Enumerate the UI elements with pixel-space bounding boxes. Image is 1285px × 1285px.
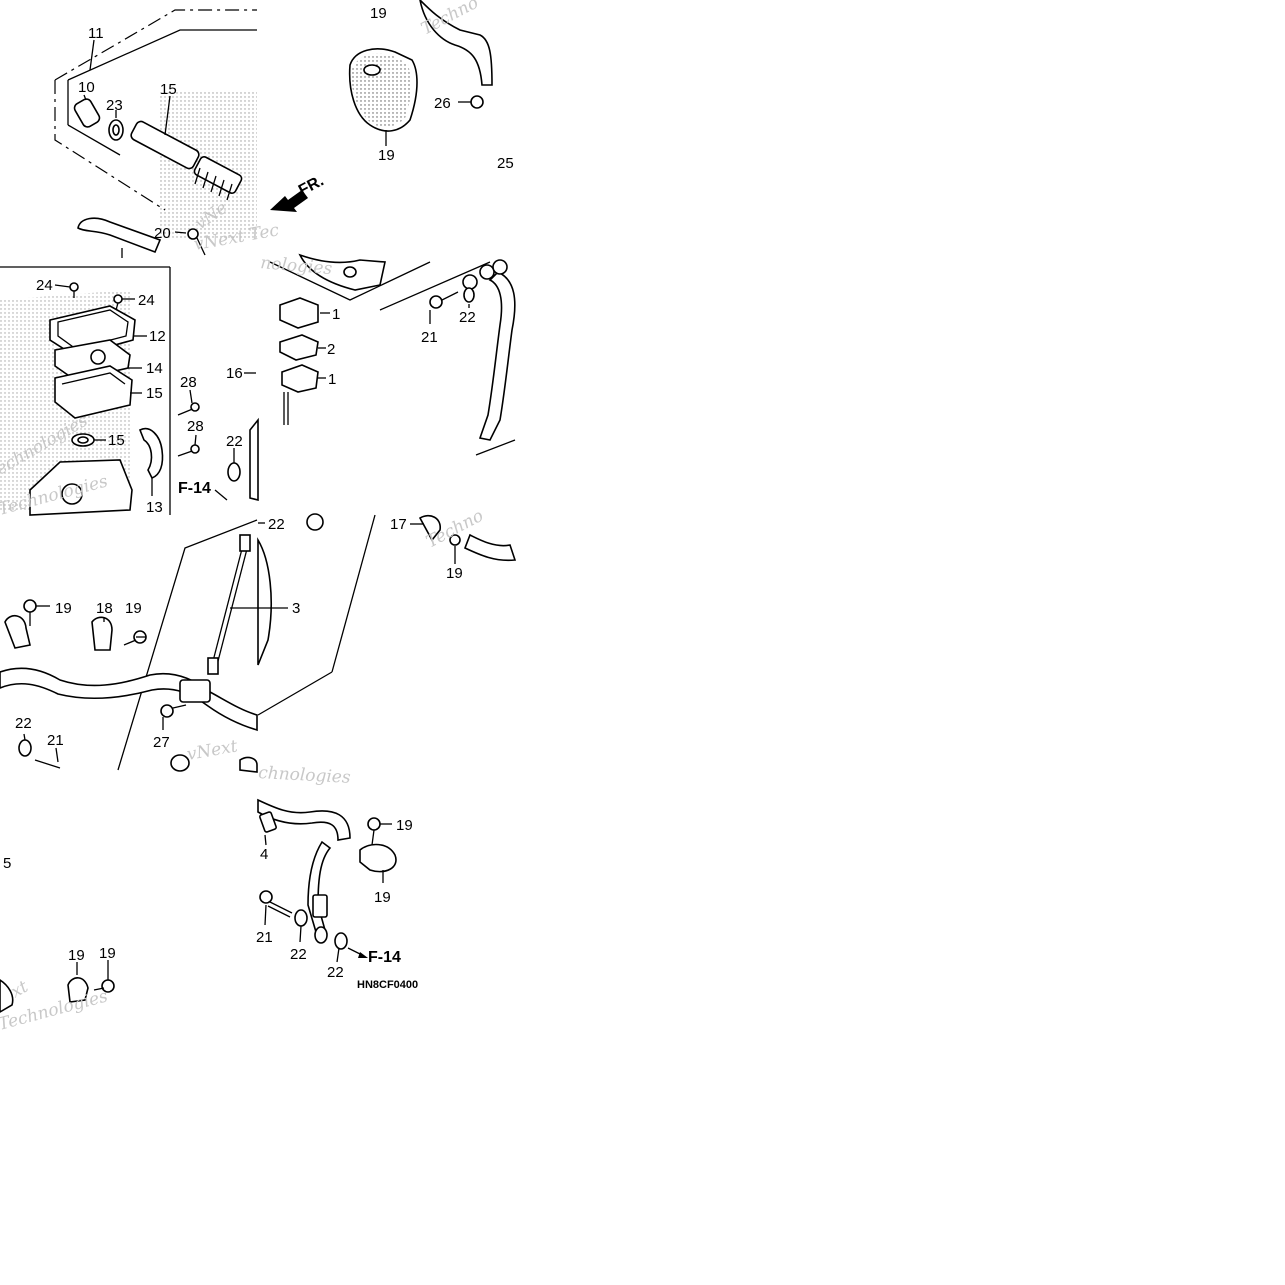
callout-12: 15	[160, 81, 177, 98]
callout-7: 11	[88, 25, 104, 42]
reference-f14-a: F-14	[178, 480, 211, 497]
callout-13: 15	[108, 432, 125, 449]
callout-11: 15	[146, 385, 163, 402]
callout-27: 27	[153, 734, 170, 751]
callout-3: 3	[292, 600, 300, 617]
callout-28a: 28	[180, 374, 197, 391]
callout-22b: 22	[459, 309, 476, 326]
front-direction-arrow	[270, 190, 308, 212]
callout-19c: 19	[125, 600, 142, 617]
diagram-code: HN8CF0400	[357, 979, 418, 991]
callout-19e: 19	[396, 817, 413, 834]
callout-25: 25	[497, 155, 514, 172]
callout-15c: 19	[68, 947, 85, 964]
tile-bottom-left	[0, 960, 115, 1013]
callout-21a: 21	[421, 329, 438, 346]
callout-8: 12	[149, 328, 166, 345]
cap-part	[73, 98, 101, 128]
callout-20: 20	[154, 225, 171, 242]
callout-16: 19	[374, 889, 391, 906]
tile-reservoir	[348, 0, 493, 146]
callout-19a: 19	[446, 565, 463, 582]
callout-24a: 24	[36, 277, 53, 294]
callout-19b: 19	[55, 600, 72, 617]
callout-1b: 1	[328, 371, 336, 388]
callout-22a: 22	[226, 433, 243, 450]
callout-10: 14	[146, 360, 163, 377]
tile-upper-hose	[379, 259, 516, 456]
callout-17: 19	[370, 5, 387, 22]
callout-4: 4	[260, 846, 268, 863]
callout-23: 23	[106, 97, 123, 114]
tile-switch	[244, 253, 431, 425]
tile-cover-body	[0, 266, 259, 516]
piston-part	[130, 120, 243, 201]
svg-text:nologies: nologies	[260, 253, 334, 279]
callout-15b: 18	[96, 600, 113, 617]
callout-6: 10	[78, 79, 95, 96]
svg-text:chnologies: chnologies	[258, 763, 352, 788]
callout-24b: 24	[138, 292, 155, 309]
callout-26: 26	[434, 95, 451, 112]
callout-9: 13	[146, 499, 163, 516]
svg-text:vNext: vNext	[185, 736, 239, 765]
callout-1a: 1	[332, 306, 340, 323]
callout-labels: 11 10 23 15 20 19 26 19 25 24 24 12 14 1…	[3, 5, 514, 991]
callout-14: 16	[226, 365, 243, 382]
callout-22e: 22	[290, 946, 307, 963]
tile-center-lower	[257, 513, 517, 716]
callout-21c: 21	[256, 929, 273, 946]
callout-2: 2	[327, 341, 335, 358]
callout-19d: 19	[99, 945, 116, 962]
tile-main-hose	[0, 519, 288, 773]
callout-22d: 22	[15, 715, 32, 732]
callout-21b: 21	[47, 732, 64, 749]
callout-15a: 17	[390, 516, 407, 533]
tile-lower-hose	[257, 798, 397, 963]
callout-22c: 22	[268, 516, 285, 533]
callout-18: 19	[378, 147, 395, 164]
callout-28b: 28	[187, 418, 204, 435]
tile-master-cylinder	[54, 9, 308, 258]
callout-22f: 22	[327, 964, 344, 981]
reference-f14-b: F-14	[368, 949, 401, 966]
callout-5: 5	[3, 855, 11, 872]
